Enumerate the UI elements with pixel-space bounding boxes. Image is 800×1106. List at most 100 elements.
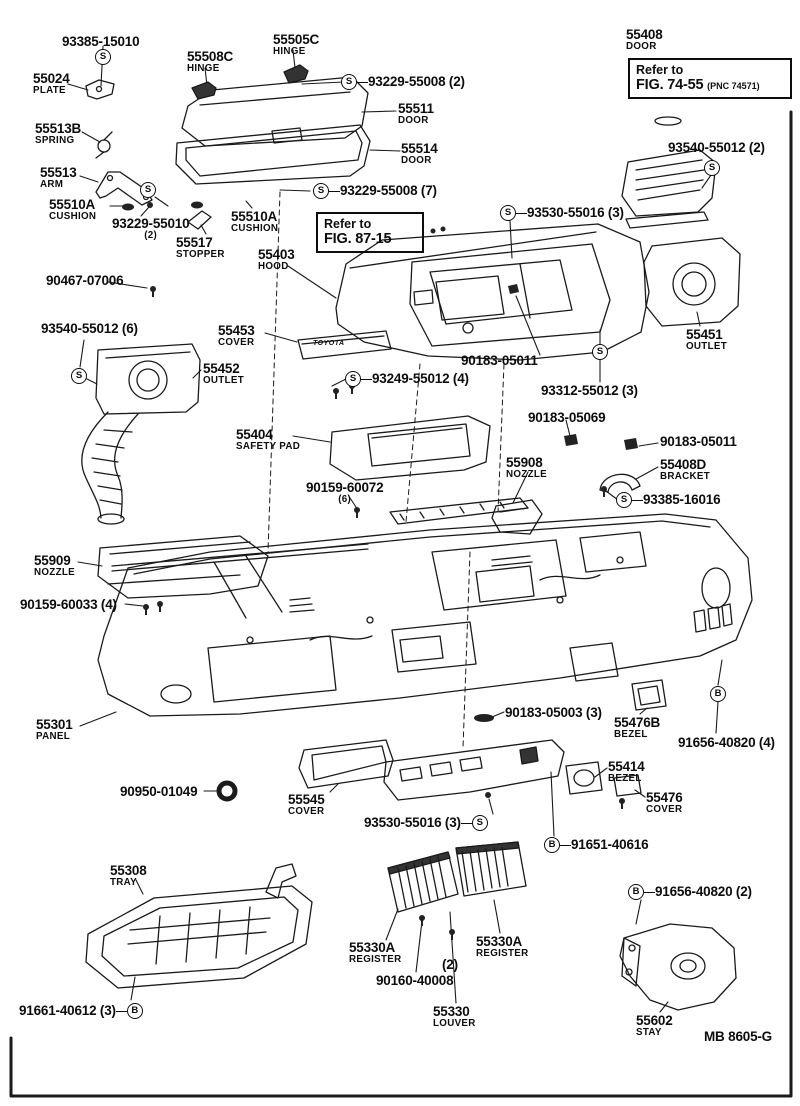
leader-connector	[357, 81, 368, 83]
outlet-55451-art	[643, 237, 741, 327]
part-name: STAY	[636, 1027, 662, 1039]
part-number: 91656-40820 (2)	[655, 883, 752, 899]
part-number: 55453	[218, 323, 255, 338]
part-name: PLATE	[33, 85, 66, 97]
page-frame-border	[9, 110, 793, 1098]
part-name: NOZZLE	[506, 469, 547, 481]
leader-connector	[560, 844, 571, 846]
safety-pad-55404-art	[329, 415, 491, 481]
bolt-marker-icon: B	[126, 1003, 143, 1019]
part-name: HINGE	[273, 46, 306, 58]
leader-connector	[115, 1010, 127, 1012]
part-number: 93312-55012 (3)	[541, 383, 638, 398]
part-number: 55024	[33, 71, 70, 86]
leader-connector	[516, 212, 527, 214]
part-name: COVER	[218, 337, 255, 349]
part-number: 55510A	[231, 209, 278, 224]
part-number: 55505C	[273, 32, 320, 47]
part-name: BEZEL	[608, 773, 642, 785]
speaker-door-55408-art	[621, 116, 717, 229]
part-number: 91651-40616	[571, 836, 649, 852]
part-number: 90159-60072	[306, 480, 384, 495]
part-name: REGISTER	[476, 948, 529, 960]
part-number: 55414	[608, 759, 645, 774]
part-name: DOOR	[401, 155, 432, 167]
part-qty: (6)	[338, 494, 352, 506]
leader-connector	[460, 822, 472, 824]
part-name: HOOD	[258, 261, 289, 273]
refer-figure: FIG. 74-55	[636, 77, 704, 93]
part-number: 55408	[626, 27, 663, 42]
screw-marker-icon: S	[704, 160, 720, 176]
part-number: 55508C	[187, 49, 234, 64]
part-name: STOPPER	[176, 249, 225, 261]
part-label-93530-55016-bottom: 93530-55016 (3) S	[364, 815, 488, 831]
screw-marker-icon: S	[592, 344, 608, 360]
leader-connector	[329, 190, 340, 192]
part-name: HINGE	[187, 63, 220, 75]
bolt-marker-icon: B	[544, 837, 560, 853]
part-name: PANEL	[36, 731, 70, 743]
cover-55453-art	[297, 330, 392, 360]
refer-text: Refer to	[324, 217, 372, 231]
refer-note-fig-74-55: Refer to FIG. 74-55 (PNC 74571)	[628, 58, 792, 99]
part-number: 93385-15010	[62, 34, 140, 49]
part-number: 93229-55008 (7)	[340, 182, 437, 198]
part-number: 93249-55012 (4)	[372, 370, 469, 386]
clip-glyphs	[122, 201, 638, 722]
part-number: 93530-55016 (3)	[527, 204, 624, 220]
hinges-and-small-parts-art	[85, 64, 309, 230]
part-number: 91656-40820 (4)	[678, 735, 775, 750]
refer-figure: FIG. 87-15	[324, 231, 392, 247]
part-label-90160-40008: 90160-40008	[376, 973, 454, 988]
part-name: BEZEL	[614, 729, 648, 741]
screw-marker-icon: S	[71, 368, 87, 384]
part-number: 55404	[236, 427, 273, 442]
part-label-90183-05003: 90183-05003 (3)	[505, 705, 602, 720]
part-name: TRAY	[110, 877, 137, 889]
refer-text: Refer to	[636, 63, 684, 77]
part-label-90467-07006: 90467-07006	[46, 273, 124, 288]
part-number: 90183-05011	[461, 353, 538, 368]
screw-marker-icon: S	[341, 74, 357, 90]
screw-marker-icon: S	[345, 371, 361, 387]
part-number: 55545	[288, 792, 325, 807]
dashed-guide-lines	[267, 191, 505, 749]
part-label-93385-16016: S 93385-16016	[616, 491, 721, 508]
part-number: 93530-55016 (3)	[364, 814, 461, 830]
part-name: DOOR	[398, 115, 429, 127]
screw-marker-icon: S	[471, 815, 488, 831]
glove-box-doors-art	[175, 76, 371, 185]
part-number: 55908	[506, 455, 543, 470]
refer-figure-row: FIG. 74-55 (PNC 74571)	[636, 77, 784, 93]
part-name: ARM	[40, 179, 64, 191]
screw-marker-icon: S	[616, 492, 632, 508]
part-number: 93385-16016	[643, 491, 721, 507]
tray-55308-art	[85, 863, 313, 989]
part-label-90183-05069: 90183-05069	[528, 410, 606, 425]
leader-connector	[644, 891, 655, 893]
part-number: 55909	[34, 553, 71, 568]
part-number: 90467-07006	[46, 273, 124, 288]
part-label-91651-40616: B 91651-40616	[544, 836, 649, 853]
part-name: SPRING	[35, 135, 75, 147]
part-qty-90160-40008: (2)	[442, 957, 458, 972]
part-label-90159-60033: 90159-60033 (4)	[20, 597, 117, 612]
page-code: MB 8605-G	[704, 1029, 772, 1044]
